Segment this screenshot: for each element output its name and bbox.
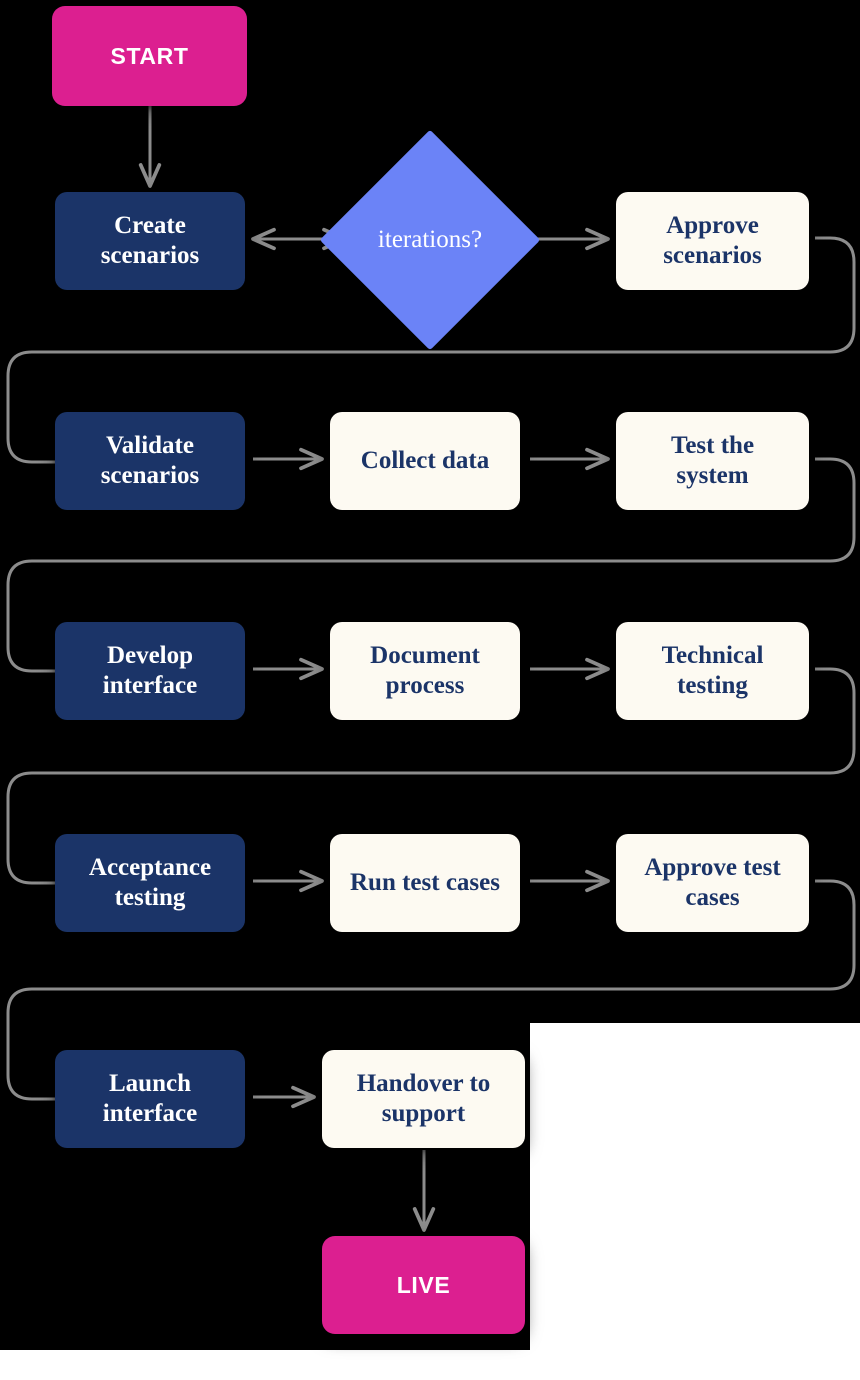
edge-technical-testing-to-acceptance-testing	[6, 667, 856, 883]
node-approve-scenarios[interactable]: Approve scenarios	[616, 192, 809, 290]
node-live[interactable]: LIVE	[322, 1236, 525, 1334]
node-create-scenarios-label: Create scenarios	[100, 211, 200, 270]
node-technical-testing[interactable]: Technical testing	[616, 622, 809, 720]
node-start[interactable]: START	[52, 6, 247, 106]
edge-approve-test-cases-to-launch-interface	[6, 879, 856, 1099]
node-acceptance-testing-label: Acceptance testing	[88, 853, 212, 912]
node-validate-scenarios-label: Validate scenarios	[100, 431, 200, 490]
node-approve-scenarios-label: Approve scenarios	[663, 211, 762, 270]
node-live-label: LIVE	[396, 1271, 451, 1298]
node-run-test-cases-label: Run test cases	[350, 868, 500, 896]
node-test-the-system-label: Test the system	[670, 431, 755, 490]
node-develop-interface-label: Develop interface	[102, 641, 198, 700]
node-launch-interface-label: Launch interface	[102, 1069, 198, 1128]
node-test-the-system[interactable]: Test the system	[616, 412, 809, 510]
node-start-label: START	[110, 42, 189, 69]
node-collect-data[interactable]: Collect data	[330, 412, 520, 510]
node-run-test-cases[interactable]: Run test cases	[330, 834, 520, 932]
node-document-process-label: Document process	[370, 641, 480, 700]
node-document-process[interactable]: Document process	[330, 622, 520, 720]
node-iterations-label: iterations?	[377, 226, 483, 253]
node-technical-testing-label: Technical testing	[661, 641, 764, 700]
node-iterations-decision[interactable]: iterations?	[319, 129, 541, 351]
node-handover-to-support-label: Handover to support	[356, 1069, 491, 1128]
node-validate-scenarios[interactable]: Validate scenarios	[55, 412, 245, 510]
node-collect-data-label: Collect data	[360, 446, 490, 474]
node-develop-interface[interactable]: Develop interface	[55, 622, 245, 720]
node-approve-test-cases[interactable]: Approve test cases	[616, 834, 809, 932]
node-create-scenarios[interactable]: Create scenarios	[55, 192, 245, 290]
node-approve-test-cases-label: Approve test cases	[644, 853, 781, 912]
edge-approve-scenarios-to-validate-scenarios	[6, 236, 856, 462]
edge-test-the-system-to-develop-interface	[6, 457, 856, 671]
node-launch-interface[interactable]: Launch interface	[55, 1050, 245, 1148]
node-acceptance-testing[interactable]: Acceptance testing	[55, 834, 245, 932]
node-handover-to-support[interactable]: Handover to support	[322, 1050, 525, 1148]
